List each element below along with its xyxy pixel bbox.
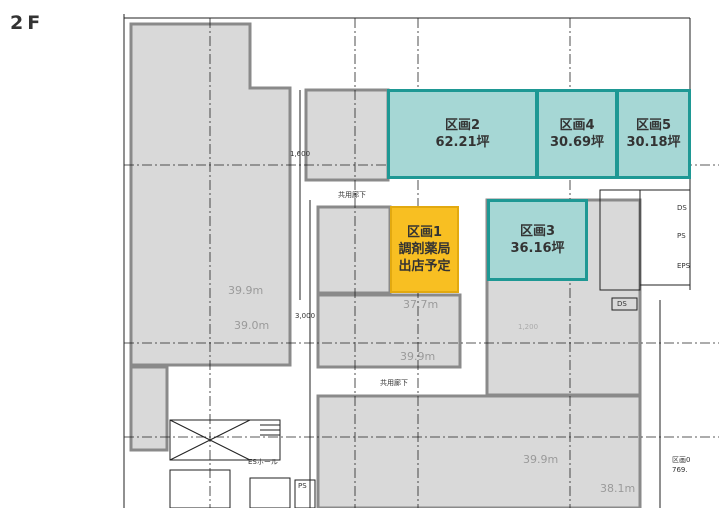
unit-1[interactable]: 区画1 調剤薬局 出店予定 (390, 206, 459, 293)
unit-note: 調剤薬局 (398, 242, 451, 257)
existing-tenant-area (316, 394, 642, 508)
existing-tenant-area (316, 293, 462, 369)
unit-name: 区画3 (519, 224, 556, 239)
height-label: 39.9m (523, 453, 559, 466)
unit-area: 30.18坪 (626, 135, 681, 150)
height-label: 38.1m (600, 482, 636, 495)
unit-3[interactable]: 区画3 36.16坪 (487, 199, 588, 281)
dimension-label: 1,600 (290, 150, 311, 158)
ds-label: DS (677, 204, 687, 212)
es-hall-label: ESホール (248, 458, 278, 466)
unit-0-area: 769. (672, 466, 688, 474)
existing-tenant-area (129, 365, 169, 452)
unit-note: 出店予定 (398, 259, 451, 274)
unit-5[interactable]: 区画5 30.18坪 (616, 89, 691, 179)
unit-area: 62.21坪 (435, 135, 490, 150)
ds-label: DS (617, 300, 627, 308)
dimension-label: 3,000 (295, 312, 316, 320)
corridor-label: 共用廊下 (380, 379, 408, 387)
corridor-label: 共用廊下 (338, 191, 366, 199)
floor-label: 2F (10, 12, 45, 34)
existing-tenant-area (304, 88, 390, 182)
ps-label: PS (677, 232, 686, 240)
eps-label: EPS (677, 262, 691, 270)
height-label: 37.7m (403, 298, 439, 311)
unit-name: 区画4 (559, 118, 595, 133)
unit-0-name: 区画0 (672, 456, 691, 464)
existing-tenant-area (316, 205, 392, 295)
ps-label: PS (298, 482, 307, 490)
unit-name: 区画5 (635, 118, 672, 133)
unit-4[interactable]: 区画4 30.69坪 (536, 89, 618, 179)
unit-name: 区画1 (406, 225, 443, 240)
unit-area: 36.16坪 (510, 241, 565, 256)
dimension-label: 1,200 (518, 323, 539, 331)
existing-tenant-area (129, 22, 292, 367)
unit-name: 区画2 (444, 118, 481, 133)
unit-2[interactable]: 区画2 62.21坪 (387, 89, 538, 179)
height-label: 39.9m (400, 350, 436, 363)
unit-area: 30.69坪 (549, 135, 605, 150)
height-label: 39.0m (234, 319, 270, 332)
height-label: 39.9m (228, 284, 264, 297)
